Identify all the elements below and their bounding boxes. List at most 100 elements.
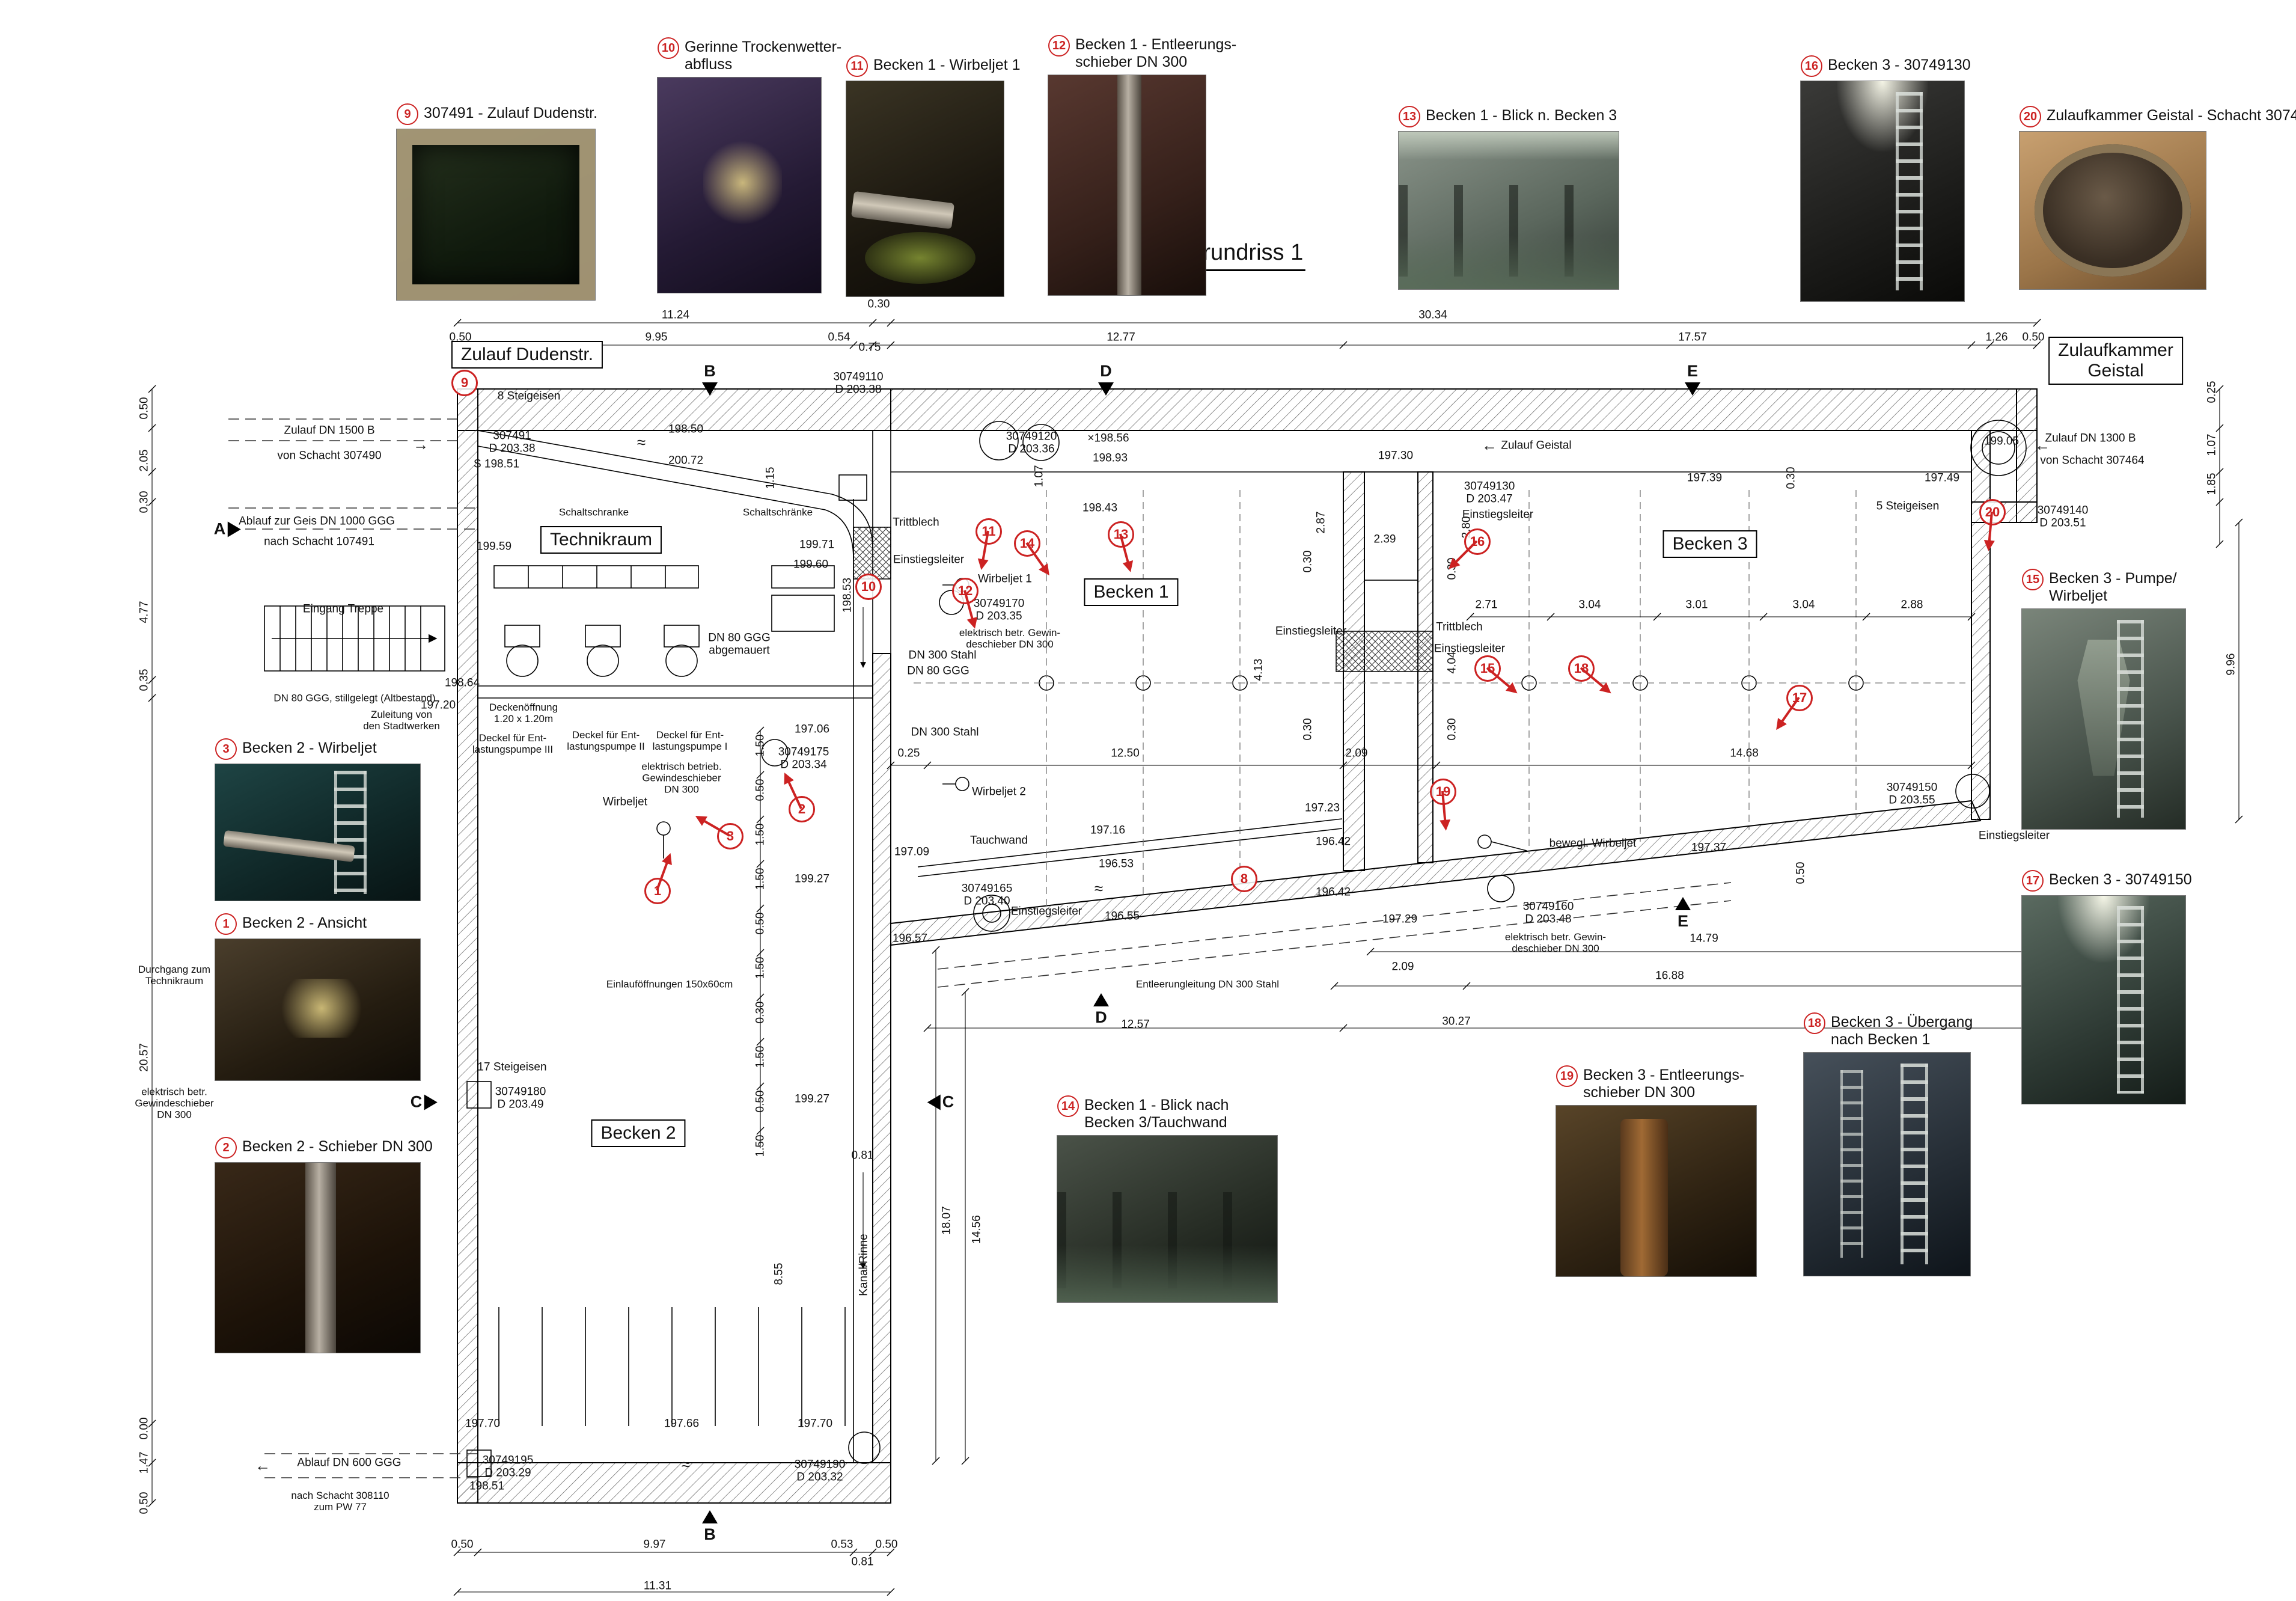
plan-annotation: 197.30 [1378, 449, 1414, 462]
plan-annotation: 0.53 [831, 1538, 853, 1551]
site-photo [658, 77, 821, 293]
plan-annotation: Deckel für Ent- lastungspumpe I [652, 729, 728, 752]
photo-caption: Becken 3 - 30749130 [1828, 57, 1971, 73]
photo-caption: Becken 3 - 30749150 [2049, 871, 2192, 888]
plan-annotation: 1.07 [2205, 433, 2218, 456]
plan-annotation: 1.50 [754, 734, 767, 757]
plan-annotation: 30.27 [1442, 1015, 1471, 1028]
plan-annotation: nach Schacht 308110 zum PW 77 [291, 1489, 389, 1513]
photo-number-badge: 9 [397, 103, 418, 125]
plan-annotation: 3.04 [1792, 598, 1815, 611]
plan-annotation: 199.60 [793, 558, 829, 571]
plan-annotation: ×198.56 [1087, 432, 1129, 445]
plan-annotation: 0.50 [754, 912, 767, 935]
plan-annotation: elektrisch betr. Gewin- deschieber DN 30… [959, 626, 1061, 650]
plan-annotation: 11.31 [643, 1579, 672, 1593]
plan-annotation: 196.57 [892, 932, 928, 945]
plan-annotation: Entleerungleitung DN 300 Stahl [1135, 978, 1280, 990]
pipe-graphic [305, 1163, 337, 1353]
plan-annotation: 2.71 [1475, 598, 1498, 611]
plan-annotation: Einstiegsleiter [1275, 625, 1347, 638]
plan-annotation: Trittblech [1436, 620, 1483, 634]
plan-marker-number: 3 [726, 828, 734, 843]
plan-annotation: 0.81 [851, 1555, 874, 1569]
plan-annotation: ≈ [681, 1455, 691, 1474]
plan-annotation: 30749180 D 203.49 [495, 1085, 546, 1111]
plan-annotation: 0.50 [2022, 331, 2045, 344]
plan-annotation: 1.50 [754, 823, 767, 846]
plan-annotation: 3.04 [1578, 598, 1601, 611]
plan-annotation: 0.75 [858, 341, 881, 354]
room-label: Technikraum [540, 526, 662, 554]
section-letter: A [213, 519, 226, 538]
plan-annotation: 0.50 [754, 779, 767, 801]
plan-marker-10: 10 [855, 574, 882, 600]
water-graphic [1399, 235, 1619, 289]
plan-annotation: Eingang Treppe [302, 602, 384, 616]
section-letter: D [1095, 1008, 1107, 1026]
section-marker-D: D [1093, 993, 1109, 1027]
photo-card-13: 13 Becken 1 - Blick n. Becken 3 [1399, 106, 1619, 289]
plan-annotation: 0.00 [138, 1417, 151, 1440]
plan-marker-number: 9 [460, 375, 469, 390]
plan-annotation: Deckenöffnung 1.20 x 1.20m [489, 701, 558, 724]
photo-caption: Becken 1 - Entleerungs- schieber DN 300 [1075, 36, 1237, 70]
plan-annotation: 0.35 [138, 669, 151, 691]
plan-annotation: 4.77 [138, 601, 151, 623]
plan-annotation: 198.43 [1082, 501, 1118, 515]
plan-annotation: 2.39 [1373, 533, 1396, 546]
plan-annotation: 30749195 D 203.29 [482, 1454, 534, 1480]
photo-number-badge: 12 [1048, 35, 1070, 57]
plan-annotation: DN 300 Stahl [911, 726, 979, 739]
photo-caption: Becken 1 - Blick n. Becken 3 [1426, 107, 1617, 124]
plan-annotation: 198.53 [841, 577, 854, 613]
section-triangle [227, 521, 241, 537]
plan-marker-18: 18 [1568, 655, 1610, 693]
plan-annotation: 0.30 [1301, 718, 1314, 741]
ladder-graphic [1900, 1064, 1928, 1264]
photo-number-badge: 14 [1057, 1095, 1079, 1117]
room-label: Zulauf Dudenstr. [451, 341, 603, 369]
plan-annotation: Deckel für Ent- lastungspumpe III [472, 732, 554, 755]
site-photo [1556, 1105, 1756, 1276]
plan-annotation: 30749190 D 203.32 [794, 1458, 846, 1484]
plan-annotation: 0.30 [754, 1001, 767, 1024]
plan-annotation: 30749175 D 203.34 [778, 745, 829, 771]
plan-annotation: 12.77 [1107, 331, 1135, 344]
plan-annotation: Einlauföffnungen 150x60cm [606, 978, 733, 990]
plan-marker-14: 14 [1014, 530, 1049, 574]
photo-number-badge: 2 [215, 1137, 237, 1159]
plan-annotation: 2.09 [1391, 960, 1414, 973]
plan-annotation: DN 80 GGG, stillgelegt (Altbestand) [273, 692, 436, 704]
plan-annotation: 197.70 [465, 1417, 501, 1430]
plan-annotation: 30749170 D 203.35 [973, 597, 1025, 623]
plan-annotation: Einstiegsleiter [1462, 508, 1534, 521]
water-graphic [1057, 1245, 1277, 1302]
shaft-graphic [2034, 144, 2191, 277]
photo-number-badge: 13 [1399, 106, 1420, 127]
plan-marker-16: 16 [1449, 528, 1491, 569]
room-label: Becken 1 [1084, 578, 1179, 606]
section-letter: E [1687, 362, 1698, 380]
plan-annotation: 197.70 [797, 1417, 833, 1430]
plan-annotation: 198.64 [444, 676, 480, 690]
section-triangle [1675, 897, 1691, 910]
plan-marker-15: 15 [1474, 655, 1516, 693]
pitframe-graphic [397, 129, 595, 300]
plan-annotation: 2.09 [1345, 747, 1368, 760]
pipe-lines [228, 418, 1732, 1478]
plan-annotation: Schaltschranke [558, 506, 629, 518]
plan-annotation: ← [2035, 436, 2050, 455]
ladder2-graphic [1840, 1070, 1864, 1258]
plan-annotation: Einstiegsleiter [893, 553, 965, 566]
